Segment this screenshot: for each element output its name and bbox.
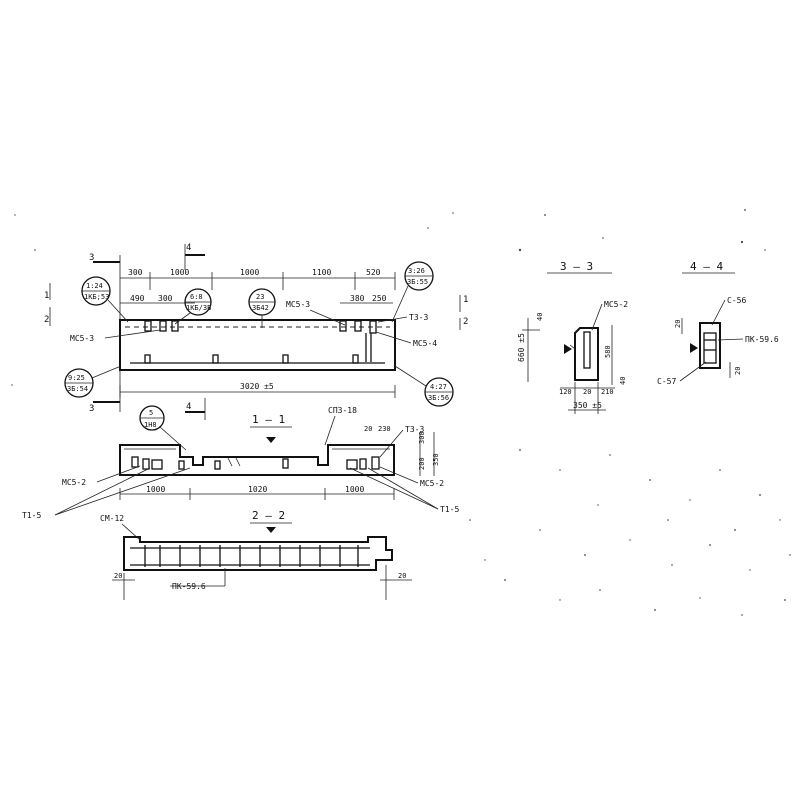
svg-text:9:25: 9:25 [68,374,85,382]
section-mark-2-left: 2 [44,315,49,325]
section-mark-2-right: 2 [463,317,468,327]
dim-1-1-r4: 200 [418,457,426,470]
support-marker-icon-2 [690,343,698,353]
section-mark-4-top: 4 [186,243,191,253]
support-marker-icon [564,344,572,354]
dim-1-1-r3: 350 [432,453,440,466]
label-ms5-2-sect3: МС5-2 [604,300,628,309]
dim-top-3: 1000 [240,268,259,277]
section-mark-3-top: 3 [89,253,94,263]
section-2-2: 2 — 2 СМ-12 ПК-59.6 20 20 [100,509,412,600]
callout-1: 1:24 1КБ;53 [81,276,129,323]
callout-6: 4:27 3Б:56 [394,365,454,407]
svg-text:1КБ;53: 1КБ;53 [84,293,109,301]
dim-second-3: 380 [350,294,365,303]
callout-2: 6:8 1КБ/ЗБ [174,288,212,325]
label-ms5-3-left: МС5-3 [70,334,94,343]
label-s-56: С-56 [727,296,746,305]
dim-top-2: 1000 [170,268,189,277]
dim-1-1-a: 1000 [146,485,165,494]
dim-3-3-g: 210 [601,388,614,396]
dim-1-1-r1: 20 [364,425,372,433]
svg-text:3:26: 3:26 [408,267,425,275]
label-sp3-18: СП3-18 [328,406,357,415]
label-pk-59-6-sect4: ПК-59.6 [745,335,779,344]
callout-4: 3:26 3Б:55 [391,261,434,323]
callout-5-bottom: 1Н8 [144,421,157,429]
dim-3-3-h: 350 ±5 [573,401,602,410]
label-ms5-2-left: МС5-2 [62,478,86,487]
svg-text:6:8: 6:8 [190,293,203,301]
svg-text:1:24: 1:24 [86,282,103,290]
svg-text:3Б:55: 3Б:55 [407,278,428,286]
beam-elevation: 3 3 4 4 1 2 1 2 300 1000 1000 1100 520 [44,243,468,420]
label-pk-59-6: ПК-59.6 [172,582,206,591]
label-t3-3: Т3-3 [409,313,428,322]
dim-second-4: 250 [372,294,387,303]
svg-text:3Б42: 3Б42 [252,304,269,312]
label-sm-12: СМ-12 [100,514,124,523]
section-mark-1-left: 1 [44,291,49,301]
dim-second-2: 300 [158,294,173,303]
label-ms5-3-right: МС5-3 [286,300,310,309]
label-ms5-4: МС5-4 [413,339,437,348]
section-mark-4-bottom: 4 [186,402,191,412]
section-4-4: 4 — 4 С-56 ПК-59.6 С-57 20 20 [657,260,779,386]
dim-1-1-r5: 300 [418,431,426,444]
svg-text:4:27: 4:27 [430,383,447,391]
dim-1-1-r2: 230 [378,425,391,433]
dim-4-4-b: 20 [734,367,742,375]
section-1-1-title: 1 — 1 [252,413,285,426]
svg-text:3Б:56: 3Б:56 [428,394,449,402]
dim-3-3-b: 660 ±5 [517,333,526,362]
svg-text:23: 23 [256,293,264,301]
svg-text:1КБ/ЗБ: 1КБ/ЗБ [186,304,211,312]
label-s-57: С-57 [657,377,676,386]
section-mark-1-right: 1 [463,295,468,305]
section-mark-3-bottom: 3 [89,404,94,414]
dim-3-3-d: 40 [619,377,627,385]
dim-3-3-e: 120 [559,388,572,396]
svg-text:3Б:54: 3Б:54 [67,385,88,393]
callout-3: 23 3Б42 [248,288,276,328]
dim-3-3-a: 40 [536,313,544,321]
dim-2-2-right: 20 [398,572,406,580]
section-3-3-title: 3 — 3 [560,260,593,273]
dim-2-2-left: 20 [114,572,122,580]
label-t3-3-b: Т3-3 [405,425,424,434]
scan-noise [11,209,791,616]
dim-top-1: 300 [128,268,143,277]
callout-5-top: 5 [149,409,153,417]
dim-4-4-a: 20 [674,320,682,328]
callout-5: 9:25 3Б:54 [64,365,122,398]
dim-1-1-c: 1000 [345,485,364,494]
section-1-1: 1 — 1 1000 1020 1000 20 230 350 20 [22,405,459,520]
section-2-2-title: 2 — 2 [252,509,285,522]
dim-top-4: 1100 [312,268,331,277]
dim-3-3-f: 20 [583,388,591,396]
level-marker-icon [266,437,276,443]
section-3-3: 3 — 3 МС5-2 40 660 ±5 580 40 120 20 210 … [517,260,628,414]
dim-3-3-c: 580 [604,345,612,358]
dim-top-5: 520 [366,268,381,277]
dim-second-1: 490 [130,294,145,303]
dim-overall: 3020 ±5 [240,382,274,391]
section-4-4-title: 4 — 4 [690,260,723,273]
label-ms5-2-right: МС5-2 [420,479,444,488]
label-t1-5-right: Т1-5 [440,505,459,514]
level-marker-icon-2 [266,527,276,533]
label-t1-5-left: Т1-5 [22,511,41,520]
dim-1-1-b: 1020 [248,485,267,494]
